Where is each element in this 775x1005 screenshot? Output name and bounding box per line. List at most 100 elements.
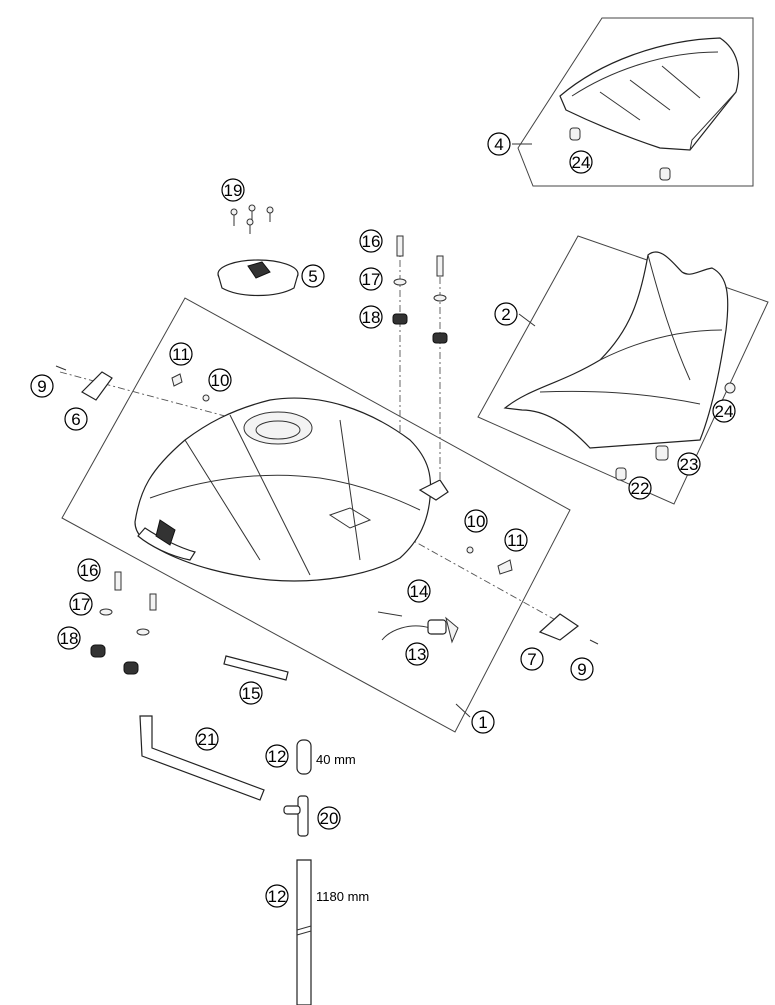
bolt-stack-bottom [90, 571, 157, 675]
callout-number: 21 [198, 730, 217, 749]
callout-number: 17 [362, 270, 381, 289]
callout-18: 18 [359, 305, 383, 329]
side-cover-left [81, 371, 113, 401]
callout-circle [57, 626, 81, 650]
callout-circle [504, 528, 528, 552]
washer-10-left [202, 394, 210, 402]
callout-number: 5 [308, 267, 317, 286]
callout-circle [239, 681, 263, 705]
callout-circle [64, 407, 88, 431]
rider-seat-bumper-24 [724, 382, 736, 394]
callout-number: 16 [80, 561, 99, 580]
callout-number: 18 [362, 308, 381, 327]
washer-10-right [466, 546, 474, 554]
callout-circle [520, 647, 544, 671]
callout-number: 4 [494, 135, 503, 154]
callout-number: 20 [320, 809, 339, 828]
callout-number: 11 [507, 531, 525, 550]
callout-7: 7 [520, 647, 544, 671]
callout-number: 2 [501, 305, 510, 324]
callouts: 1245679910101111121213141516161717181819… [30, 132, 736, 908]
callout-number: 9 [37, 377, 46, 396]
callout-number: 9 [577, 660, 586, 679]
callout-circle [30, 374, 54, 398]
callout-24: 24 [569, 150, 593, 174]
fuel-tank [134, 397, 449, 582]
callout-circle [359, 229, 383, 253]
side-cover-right [538, 613, 580, 641]
frame-passenger-seat-group [517, 17, 754, 187]
callout-15: 15 [239, 681, 263, 705]
callout-number: 24 [715, 402, 734, 421]
callout-14: 14 [407, 579, 431, 603]
hose-12-short [296, 739, 312, 775]
callout-number: 16 [362, 232, 381, 251]
callout-19: 19 [221, 178, 245, 202]
callout-13: 13 [405, 642, 429, 666]
fitting-11-left [171, 373, 183, 387]
callout-6: 6 [64, 407, 88, 431]
callout-12: 12 [265, 744, 289, 768]
callout-number: 14 [410, 582, 429, 601]
callout-circle [569, 150, 593, 174]
passenger-seat [512, 37, 740, 181]
callout-circle [317, 806, 341, 830]
callout-5: 5 [301, 264, 325, 288]
callout-circle [265, 744, 289, 768]
callout-number: 12 [268, 887, 287, 906]
callout-number: 11 [172, 345, 190, 364]
callout-circle [407, 579, 431, 603]
callout-11: 11 [504, 528, 528, 552]
fuel-pump-cap [217, 259, 299, 297]
callout-number: 10 [211, 371, 230, 390]
passenger-seat-bumper-right [659, 167, 671, 181]
callout-number: 17 [72, 595, 91, 614]
bolt-stack-top [392, 235, 448, 344]
alignment-line-right [339, 499, 571, 629]
callout-10: 10 [208, 368, 232, 392]
t-fitting [283, 795, 309, 837]
callout-number: 1 [478, 713, 487, 732]
callout-circle [359, 305, 383, 329]
callout-number: 15 [242, 684, 261, 703]
callout-17: 17 [359, 267, 383, 291]
hose-length-long-label: 1180 mm [316, 889, 369, 904]
callout-number: 12 [268, 747, 287, 766]
frame-tank-group [61, 297, 571, 733]
callout-number: 13 [408, 645, 427, 664]
callout-number: 6 [71, 410, 80, 429]
callout-circle [265, 884, 289, 908]
callout-21: 21 [195, 727, 219, 751]
callout-1: 1 [471, 710, 495, 734]
callout-12: 12 [265, 884, 289, 908]
hose-21 [139, 715, 265, 801]
callout-16: 16 [77, 558, 101, 582]
callout-circle [221, 178, 245, 202]
callout-18: 18 [57, 626, 81, 650]
rider-seat-bumper-23 [655, 445, 669, 461]
callout-9: 9 [570, 657, 594, 681]
callout-circle [77, 558, 101, 582]
fitting-11-right [497, 559, 513, 575]
callout-number: 10 [467, 512, 486, 531]
callout-circle [301, 264, 325, 288]
rider-seat [503, 251, 736, 481]
callout-circle [628, 476, 652, 500]
callout-number: 19 [224, 181, 243, 200]
callout-24: 24 [712, 399, 736, 423]
callout-circle [677, 452, 701, 476]
callout-23: 23 [677, 452, 701, 476]
trim-strip [223, 655, 289, 681]
frame-rider-seat-group [477, 235, 769, 505]
callout-circle [712, 399, 736, 423]
callout-circle [494, 302, 518, 326]
callout-10: 10 [464, 509, 488, 533]
callout-22: 22 [628, 476, 652, 500]
callout-circle [195, 727, 219, 751]
callout-circle [464, 509, 488, 533]
rider-seat-bumper-22 [615, 467, 627, 481]
callout-number: 22 [631, 479, 650, 498]
screw-right [589, 639, 599, 645]
callout-circle [471, 710, 495, 734]
